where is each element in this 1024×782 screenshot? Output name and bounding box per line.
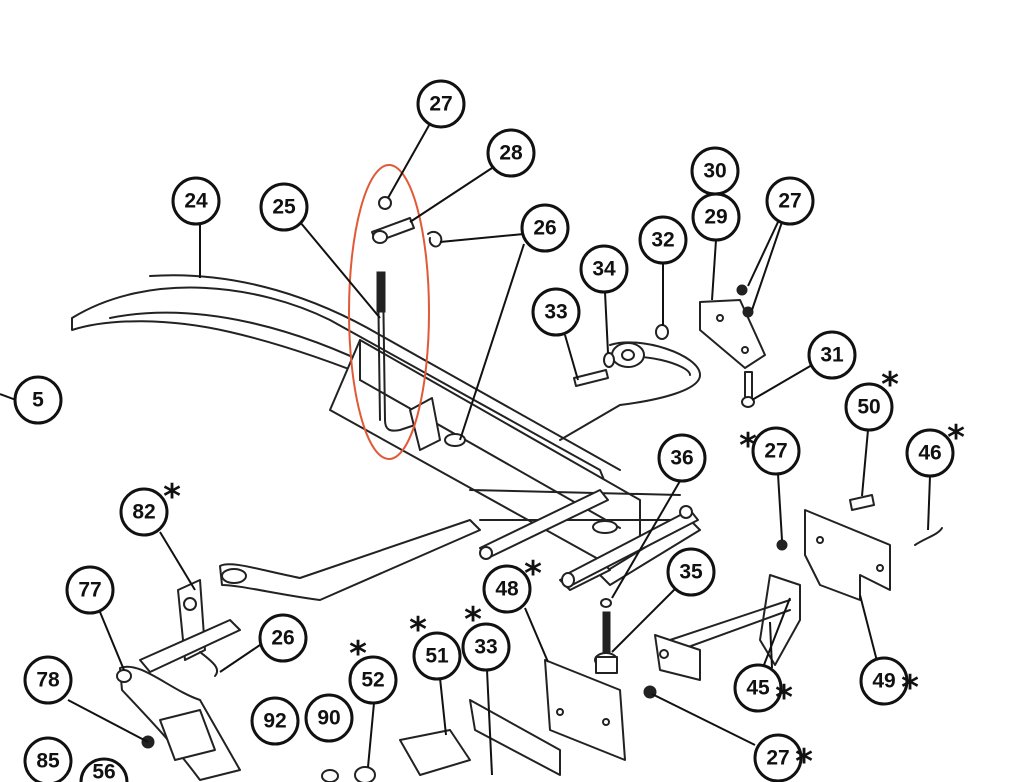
svg-text:*: * [163,477,181,517]
svg-text:33: 33 [544,301,567,324]
svg-text:32: 32 [651,229,674,252]
callout-78: 78 [23,655,73,705]
svg-text:92: 92 [263,710,286,733]
callout-46: 46 * [905,418,965,478]
svg-text:27: 27 [778,190,801,213]
svg-text:51: 51 [425,645,449,668]
svg-text:45: 45 [746,677,770,700]
svg-text:*: * [795,742,813,782]
part-drawings [71,164,943,782]
callout-29: 29 [691,192,741,242]
svg-text:26: 26 [271,627,294,650]
svg-text:24: 24 [184,190,208,213]
right-bracket-part [643,494,943,699]
svg-text:30: 30 [703,160,726,183]
callout-56: 56 [79,757,129,782]
svg-text:26: 26 [533,217,556,240]
svg-text:50: 50 [857,396,880,419]
callout-33-star: 33 * [461,600,511,672]
highlight-ellipse [348,164,430,460]
spring-bolt-part [594,598,618,674]
callout-48: 48 * [482,554,542,614]
pivot-arm-part [116,579,241,781]
callout-25: 25 [259,182,309,232]
svg-text:36: 36 [670,447,693,470]
svg-text:*: * [349,634,367,674]
svg-text:29: 29 [704,206,727,229]
callout-31: 31 [807,330,857,380]
svg-text:34: 34 [592,258,616,281]
svg-text:*: * [881,365,899,405]
callout-27-bottom: 27 * [753,733,813,782]
callout-32: 32 [638,215,688,265]
bracket-29-part [655,284,766,369]
callout-50: 50 * [844,365,899,432]
svg-text:*: * [901,668,919,708]
svg-text:28: 28 [499,142,523,165]
callout-34: 34 [579,244,629,294]
svg-text:*: * [775,678,793,718]
callout-35: 35 [666,547,716,597]
svg-text:*: * [947,418,965,458]
callout-33: 33 [531,287,581,337]
svg-text:52: 52 [361,669,384,692]
callout-24: 24 [171,176,221,226]
svg-text:33: 33 [474,636,497,659]
callout-92: 92 [250,696,300,746]
plate-48-part [321,659,626,782]
svg-text:85: 85 [36,750,60,773]
svg-text:27: 27 [429,93,452,116]
svg-text:56: 56 [92,761,115,782]
svg-text:48: 48 [495,578,519,601]
front-link-part [219,489,699,601]
callout-77: 77 [65,565,115,615]
svg-text:31: 31 [820,344,844,367]
bolt-31-part [741,371,755,408]
callout-51: 51 * [409,610,462,681]
svg-text:77: 77 [78,579,101,602]
callout-28: 28 [486,128,536,178]
svg-text:82: 82 [132,501,155,524]
callout-27: 27 [416,79,466,129]
svg-text:*: * [409,610,427,650]
callout-26: 26 [520,203,570,253]
svg-text:25: 25 [272,196,296,219]
callout-45: 45 * [733,663,793,718]
torsion-bar-part [559,341,702,441]
callout-27-right: 27 [765,176,815,226]
callout-5: 5 [13,375,63,425]
callout-49: 49 * [859,656,919,708]
callout-30: 30 [690,146,740,196]
svg-text:*: * [739,426,757,466]
callouts: 27 28 24 25 26 30 29 27 [13,79,965,782]
svg-text:90: 90 [317,707,340,730]
svg-text:35: 35 [679,561,703,584]
leader-lines [0,119,931,776]
callout-52: 52 * [348,634,398,705]
callout-26-lower: 26 [258,613,308,663]
svg-text:*: * [524,554,542,594]
callout-27-star: 27 * [739,426,801,476]
callout-90: 90 [304,693,354,743]
callout-82: 82 * [119,477,181,537]
svg-text:27: 27 [766,747,789,770]
svg-text:*: * [464,600,482,640]
svg-text:5: 5 [32,389,44,412]
svg-text:27: 27 [764,440,787,463]
svg-text:78: 78 [36,669,60,692]
svg-text:46: 46 [918,442,941,465]
callout-85: 85 [23,736,73,782]
callout-36: 36 [657,433,707,483]
svg-text:49: 49 [872,670,895,693]
bolt-33-part [573,352,615,387]
